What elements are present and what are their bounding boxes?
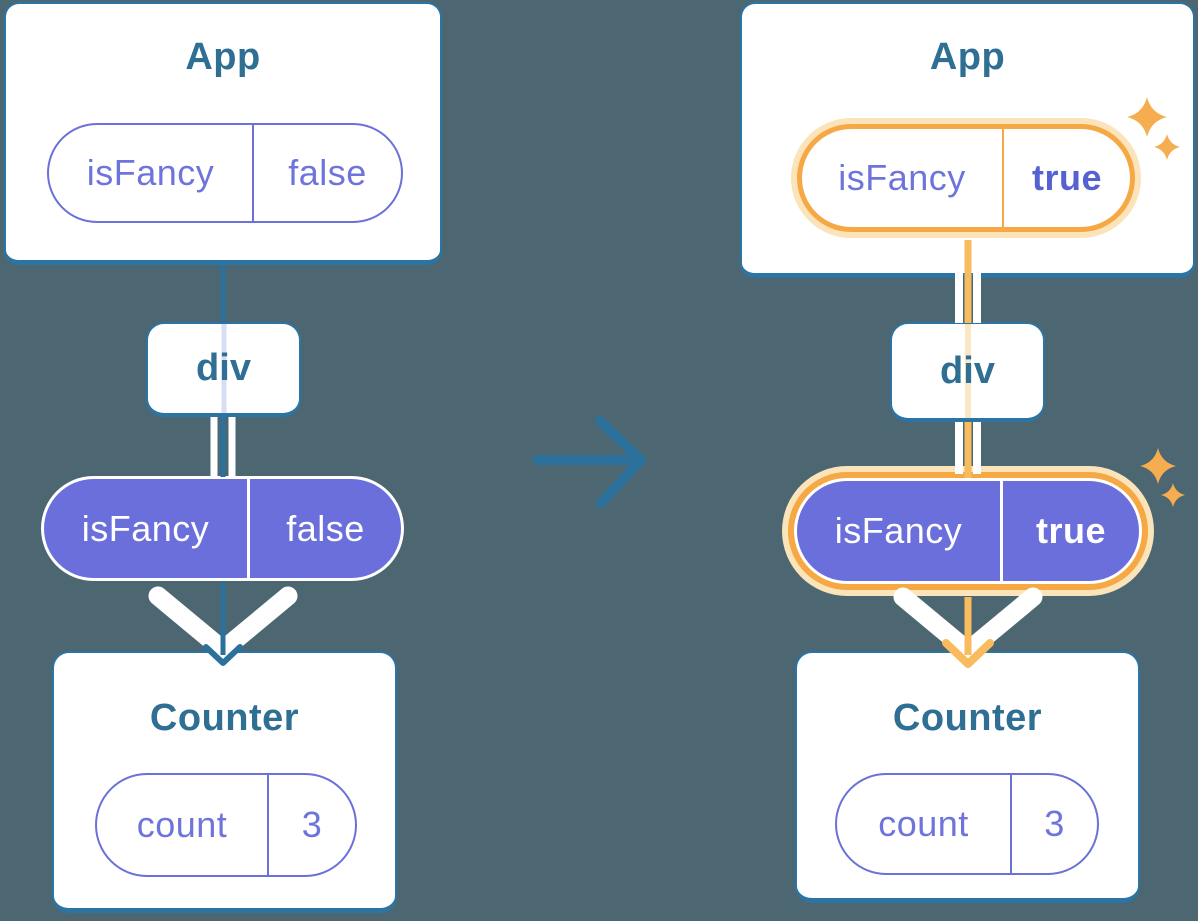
after-counter-state-value: 3 xyxy=(1044,803,1065,844)
before-div-to-pill-stripes xyxy=(210,417,236,477)
after-div-label: div xyxy=(940,349,995,392)
after-counter-title: Counter xyxy=(892,697,1043,739)
after-prop-sparkles-icon xyxy=(1140,448,1185,507)
after-counter-state-name: count xyxy=(837,775,1012,873)
after-counter-state-pill: count 3 xyxy=(835,773,1099,875)
before-app-prop-name: isFancy xyxy=(49,125,254,221)
before-div-pass-through-line xyxy=(221,324,226,413)
after-app-prop-pill: isFancy true xyxy=(797,124,1135,232)
after-div-to-pill-stripes xyxy=(955,422,981,478)
after-div-box: div xyxy=(890,322,1045,422)
after-passed-prop-name: isFancy xyxy=(797,481,1003,581)
before-div-box: div xyxy=(146,322,301,417)
before-counter-state-value: 3 xyxy=(301,804,323,845)
after-div-pass-through-line xyxy=(964,324,971,418)
after-app-prop-name: isFancy xyxy=(802,129,1004,227)
before-counter-card: Counter count 3 xyxy=(52,651,397,913)
before-app-card: App isFancy false xyxy=(4,2,442,265)
before-passed-prop-name: isFancy xyxy=(44,479,250,578)
before-div-label: div xyxy=(196,347,251,389)
before-app-title: App xyxy=(185,36,261,78)
before-app-prop-value: false xyxy=(288,152,367,193)
after-app-title: App xyxy=(929,36,1006,78)
before-app-prop-pill: isFancy false xyxy=(47,123,403,223)
after-down-chevron-arrow-icon xyxy=(893,587,1043,661)
before-passed-prop-value: false xyxy=(286,507,365,549)
after-app-prop-value: true xyxy=(1031,157,1102,198)
after-counter-card: Counter count 3 xyxy=(795,651,1140,903)
right-arrow-icon xyxy=(533,416,646,508)
after-app-card: App isFancy true xyxy=(740,2,1195,278)
before-down-chevron-arrow-icon xyxy=(148,586,298,660)
before-counter-state-pill: count 3 xyxy=(95,773,357,877)
before-passed-prop-pill: isFancy false xyxy=(44,479,401,578)
before-counter-state-name: count xyxy=(97,775,269,875)
before-counter-title: Counter xyxy=(149,697,300,739)
after-passed-prop-pill: isFancy true xyxy=(797,481,1139,581)
after-passed-prop-value: true xyxy=(1035,510,1106,551)
